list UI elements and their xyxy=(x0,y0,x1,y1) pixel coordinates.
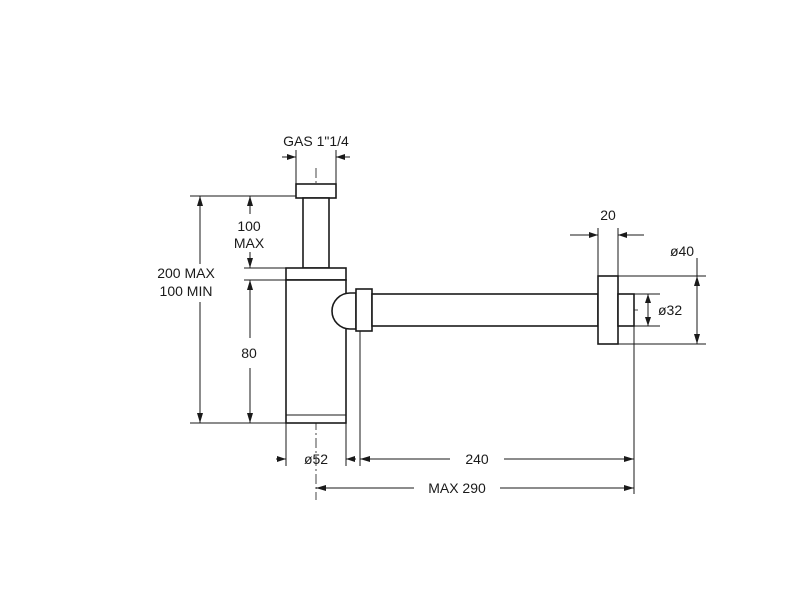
flange-width-label: 20 xyxy=(600,207,616,223)
extension-tube xyxy=(302,197,330,269)
pipe-elbow xyxy=(331,292,357,330)
pipe-diameter-label: ø32 xyxy=(658,302,682,318)
pipe-nut xyxy=(355,288,373,332)
pipe-end xyxy=(617,293,635,327)
dim-total-height: 200 MAX 100 MIN xyxy=(157,195,296,424)
pipe-length-label: 240 xyxy=(465,451,489,467)
bottle-diameter-label: ø52 xyxy=(304,451,328,467)
dim-max-length: MAX 290 xyxy=(316,480,634,496)
dim-extension: 100 MAX xyxy=(234,196,286,269)
coupling-nut xyxy=(285,267,347,281)
dim-bottle-diameter: ø52 xyxy=(276,423,356,467)
total-height-max-label: 200 MAX xyxy=(157,265,215,281)
wall-flange xyxy=(597,275,619,345)
dim-pipe-diameter: ø32 xyxy=(634,293,682,327)
gas-thread-label: GAS 1"1/4 xyxy=(283,133,349,149)
total-height-min-label: 100 MIN xyxy=(160,283,213,299)
horizontal-pipe xyxy=(371,293,599,327)
dim-flange-width: 20 xyxy=(570,207,644,276)
extension-100-label: 100 xyxy=(237,218,261,234)
flange-diameter-label: ø40 xyxy=(670,243,694,259)
dim-bottle-height: 80 xyxy=(241,279,286,423)
extension-max-label: MAX xyxy=(234,235,265,251)
dim-flange-diameter: ø40 xyxy=(618,243,706,345)
dim-gas-thread: GAS 1"1/4 xyxy=(282,133,350,184)
dim-pipe-length: 240 xyxy=(359,326,635,494)
bottle-trap xyxy=(285,183,635,424)
bottle-height-label: 80 xyxy=(241,345,257,361)
max-length-label: MAX 290 xyxy=(428,480,486,496)
top-cap xyxy=(295,183,337,199)
